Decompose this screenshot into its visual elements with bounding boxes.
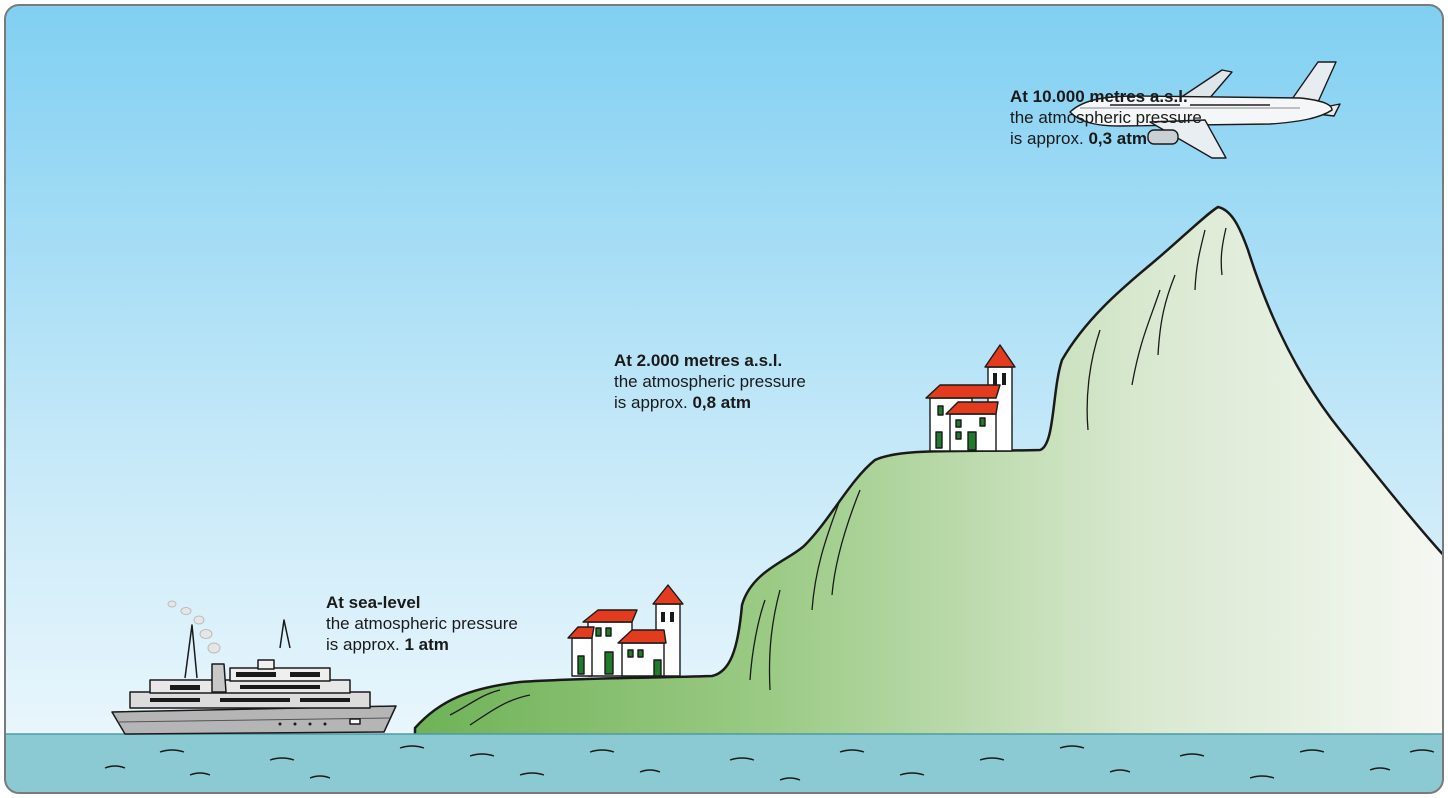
mountain-contours: [449, 227, 1227, 726]
village-low-icon: [567, 584, 684, 677]
annotation-line: the atmospheric pressure: [614, 372, 806, 391]
annotation-heading: At 2.000 metres a.s.l.: [614, 351, 783, 370]
annotation-heading: At sea-level: [326, 593, 421, 612]
annotation-prefix: is approx.: [1010, 129, 1089, 148]
annotation-line: the atmospheric pressure: [1010, 108, 1202, 127]
annotation-prefix: is approx.: [326, 635, 405, 654]
annotation-prefix: is approx.: [614, 393, 693, 412]
mountain: [413, 205, 1443, 742]
frame-border: [4, 4, 1444, 794]
annotation-line: is approx. 0,8 atm: [614, 392, 806, 413]
sea: [5, 734, 1443, 793]
sea-waves: [104, 745, 1435, 781]
annotation-altitude-10000: At 10.000 metres a.s.l. the atmospheric …: [1010, 86, 1202, 149]
annotation-sea-level: At sea-level the atmospheric pressure is…: [326, 592, 518, 655]
annotation-heading: At 10.000 metres a.s.l.: [1010, 87, 1188, 106]
airplane-icon: [1069, 61, 1341, 159]
annotation-line: is approx. 0,3 atm: [1010, 128, 1202, 149]
annotation-altitude-2000: At 2.000 metres a.s.l. the atmospheric p…: [614, 350, 806, 413]
pressure-value: 1 atm: [404, 635, 449, 654]
pressure-value: 0,8 atm: [692, 393, 752, 412]
village-high-icon: [925, 344, 1016, 452]
annotation-line: is approx. 1 atm: [326, 634, 518, 655]
ship-icon: [111, 600, 397, 735]
pressure-value: 0,3 atm: [1088, 129, 1148, 148]
annotation-line: the atmospheric pressure: [326, 614, 518, 633]
